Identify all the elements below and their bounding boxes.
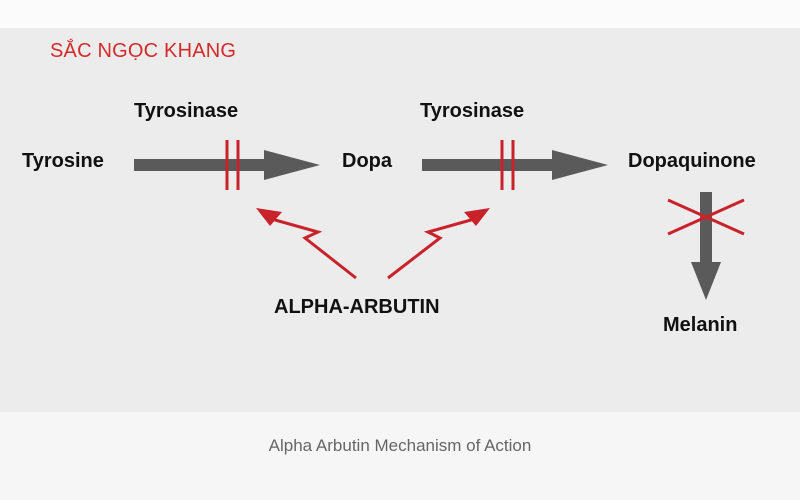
lightning-arrow-left <box>256 208 357 280</box>
inhibition-mark-second <box>500 140 515 190</box>
inhibition-mark-first <box>225 140 240 190</box>
arrow-dopaquinone-to-melanin <box>691 192 721 300</box>
inhibitor-label: ALPHA-ARBUTIN <box>274 296 440 318</box>
node-dopaquinone: Dopaquinone <box>628 150 756 172</box>
brand-logo-text: SẮC NGỌC KHANG <box>50 40 237 62</box>
lightning-arrow-right <box>387 208 490 280</box>
arrow-dopa-to-dopaquinone <box>422 150 608 180</box>
block-cross-mark <box>667 198 745 236</box>
enzyme-label-first: Tyrosinase <box>134 100 239 122</box>
node-melanin: Melanin <box>663 314 738 336</box>
node-dopa: Dopa <box>342 150 392 172</box>
arrow-tyrosine-to-dopa <box>134 150 320 180</box>
top-strip <box>0 0 800 28</box>
figure-caption: Alpha Arbutin Mechanism of Action <box>268 436 532 455</box>
node-tyrosine: Tyrosine <box>22 150 104 172</box>
enzyme-label-second: Tyrosinase <box>420 100 525 122</box>
diagram-panel <box>0 28 800 412</box>
